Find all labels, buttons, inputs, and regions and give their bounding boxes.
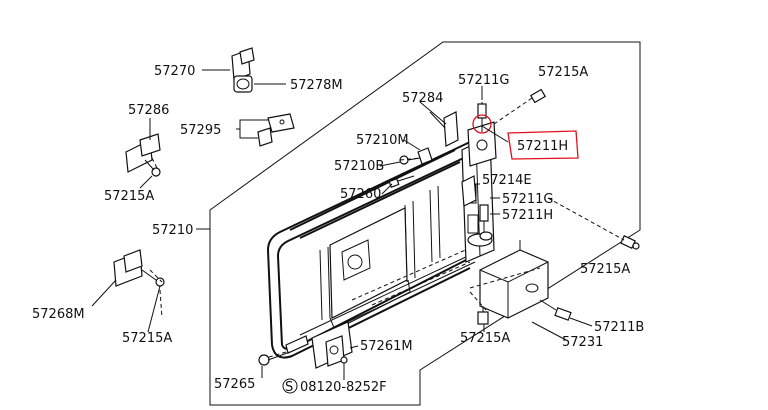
- part-57295-bracket: [257, 113, 295, 147]
- s-symbol-circle: [282, 378, 298, 394]
- bracket-57214e: [461, 175, 477, 207]
- label-57231: 57231: [562, 335, 603, 350]
- label-57265: 57265: [214, 377, 255, 392]
- label-57210: 57210: [152, 223, 193, 238]
- label-57268m: 57268M: [32, 307, 85, 322]
- part-57286-bracket: [125, 133, 161, 177]
- bolt-57215a-top: [529, 88, 547, 104]
- label-57215a-left1: 57215A: [104, 189, 154, 204]
- label-57210b: 57210B: [334, 159, 384, 174]
- latch-assembly-57261m: [285, 321, 353, 376]
- bolt-57211b: [539, 299, 572, 321]
- part-57278m-bushing: [233, 75, 253, 93]
- s-symbol: S: [285, 380, 293, 395]
- lower-hinge-pivot: [467, 204, 493, 247]
- label-57210m: 57210M: [356, 133, 409, 148]
- label-57284: 57284: [402, 91, 443, 106]
- label-57286: 57286: [128, 103, 169, 118]
- label-57215a-top: 57215A: [538, 65, 588, 80]
- label-57211g-mid: 57211G: [502, 192, 553, 207]
- label-57295: 57295: [180, 123, 221, 138]
- label-57261m: 57261M: [360, 339, 413, 354]
- label-57215a-left2: 57215A: [122, 331, 172, 346]
- label-57215a-right: 57215A: [580, 262, 630, 277]
- highlight-box: [507, 130, 579, 160]
- label-57215a-bottom: 57215A: [460, 331, 510, 346]
- highlight-circle: [472, 114, 492, 134]
- label-57214e: 57214E: [482, 173, 532, 188]
- label-57211h-mid: 57211H: [502, 208, 553, 223]
- frame-hardware: [388, 147, 433, 188]
- label-57211b: 57211B: [594, 320, 644, 335]
- label-57270: 57270: [154, 64, 195, 79]
- upper-hinge-bracket: [467, 103, 497, 167]
- label-57278m: 57278M: [290, 78, 343, 93]
- bracket-57284: [429, 111, 459, 147]
- label-57211g-top: 57211G: [458, 73, 509, 88]
- bolt-57215a-right: [620, 235, 640, 250]
- label-57260: 57260: [340, 187, 381, 202]
- bolt-57265: [258, 351, 291, 366]
- box-bracket-57231: [479, 240, 549, 319]
- carrier-frame: [266, 135, 495, 359]
- label-57211h-box: 57211H: [517, 139, 568, 154]
- leader-lines: [91, 69, 593, 380]
- label-08120-8252f: 08120-8252F: [300, 380, 387, 395]
- part-57268m-bracket: [113, 249, 165, 287]
- part-57270-clip: [231, 47, 255, 81]
- bolt-57215a-bottom: [477, 306, 489, 325]
